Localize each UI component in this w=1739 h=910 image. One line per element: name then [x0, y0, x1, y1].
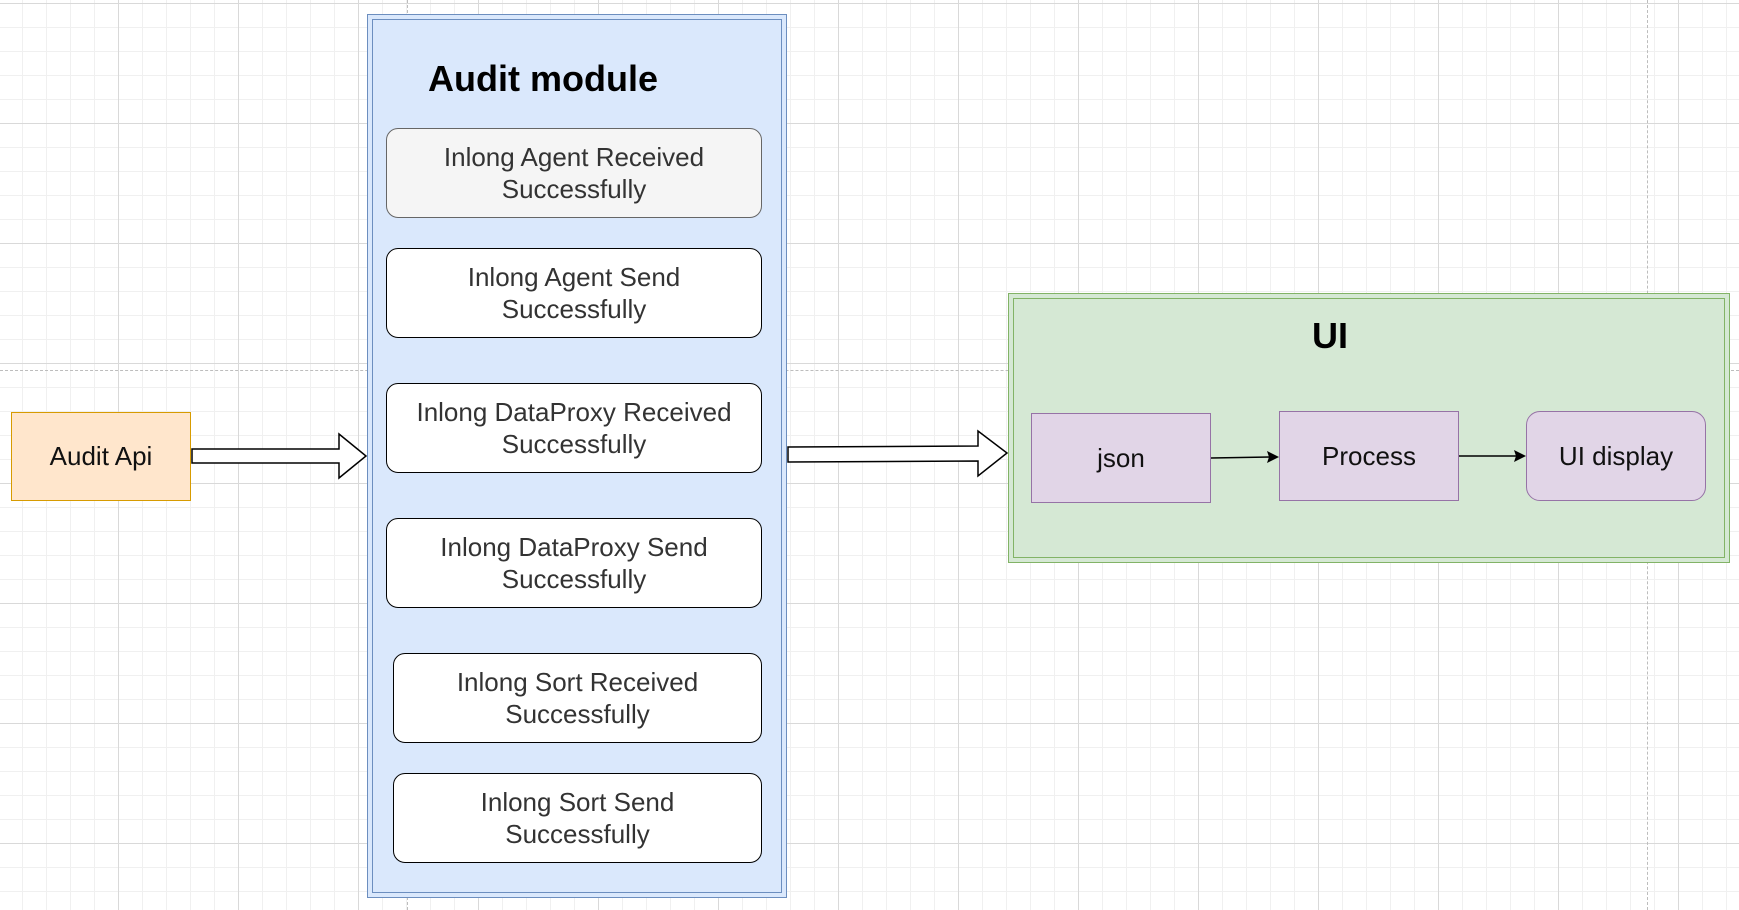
step-agent-send-line2: Successfully — [501, 294, 647, 324]
process-node-label: Process — [1322, 440, 1416, 471]
step-sort-send[interactable]: Inlong Sort Send Successfully — [393, 773, 762, 863]
step-sort-received-line2: Successfully — [505, 699, 650, 729]
step-dataproxy-received[interactable]: Inlong DataProxy Received Successfully — [386, 383, 762, 473]
step-sort-received-line1: Inlong Sort Received — [456, 666, 699, 697]
step-dataproxy-received-line1: Inlong DataProxy Received — [416, 396, 732, 427]
json-node[interactable]: json — [1031, 413, 1211, 503]
step-sort-send-line1: Inlong Sort Send — [480, 786, 675, 817]
json-node-label: json — [1097, 442, 1145, 473]
step-sort-send-line2: Successfully — [505, 819, 650, 849]
process-node[interactable]: Process — [1279, 411, 1459, 501]
audit-api-box[interactable]: Audit Api — [11, 412, 191, 501]
arrowhead-json-to-process — [1267, 451, 1279, 463]
step-agent-received-line1: Inlong Agent Received — [443, 141, 705, 172]
step-dataproxy-send-line2: Successfully — [501, 564, 647, 594]
block-arrow-module-to-ui — [787, 429, 1009, 478]
step-dataproxy-send[interactable]: Inlong DataProxy Send Successfully — [386, 518, 762, 608]
step-dataproxy-received-line2: Successfully — [501, 429, 647, 459]
arrow-json-to-process — [1210, 456, 1271, 459]
arrowhead-process-to-display — [1514, 450, 1526, 462]
step-sort-received[interactable]: Inlong Sort Received Successfully — [393, 653, 762, 743]
step-agent-send-line1: Inlong Agent Send — [467, 261, 681, 292]
ui-display-node[interactable]: UI display — [1526, 411, 1706, 501]
step-agent-send[interactable]: Inlong Agent Send Successfully — [386, 248, 762, 338]
ui-display-node-label: UI display — [1558, 440, 1674, 471]
block-arrow-api-to-module — [191, 432, 368, 480]
audit-module-title: Audit module — [428, 58, 658, 99]
step-agent-received[interactable]: Inlong Agent Received Successfully — [386, 128, 762, 218]
step-agent-received-line2: Successfully — [501, 174, 647, 204]
horizontal-guide-line — [0, 370, 1739, 371]
ui-title: UI — [1312, 315, 1348, 356]
step-dataproxy-send-line1: Inlong DataProxy Send — [440, 531, 708, 562]
audit-api-label: Audit Api — [49, 441, 153, 472]
